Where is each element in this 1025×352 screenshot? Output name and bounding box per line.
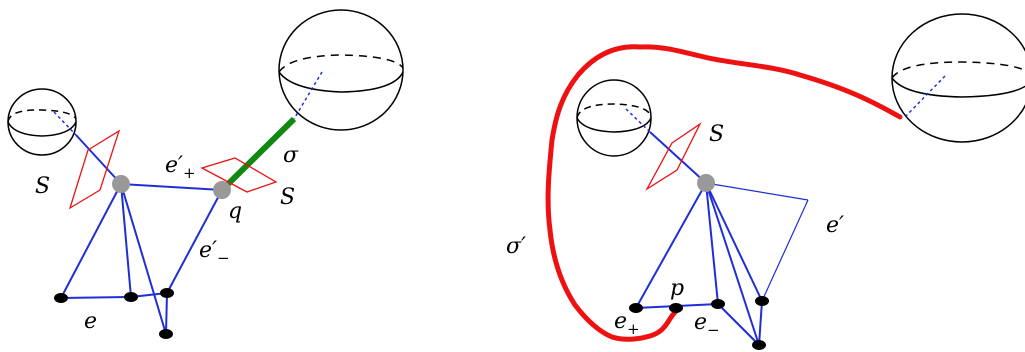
label-S-left: S (35, 174, 50, 199)
right-vertex-e-plus (629, 303, 643, 313)
label-sigma-prime: σ′ (506, 234, 526, 259)
sigma-prime-path (545, 44, 903, 342)
right-panel: S e′ σ′ p e+ e− (506, 13, 1025, 350)
label-e-plus-prime: e′+ (165, 153, 196, 182)
label-sigma: σ (283, 143, 299, 168)
label-p: p (670, 276, 684, 301)
label-q: q (228, 199, 242, 224)
right-vertex-grey-center (697, 174, 715, 192)
left-graph-edges (60, 134, 223, 335)
right-disk-S (645, 122, 702, 191)
label-e-minus-prime: e′− (199, 238, 230, 267)
label-e-plus: e+ (614, 309, 640, 338)
left-vertex-br (160, 288, 174, 298)
right-vertex-e-minus (711, 299, 725, 309)
right-vertex-bottom (752, 340, 766, 350)
left-vertex-q (213, 181, 231, 199)
right-vertex-p (669, 303, 683, 313)
label-e-minus: e− (694, 310, 720, 339)
left-vertex-grey-center (112, 175, 130, 193)
right-graph-edges (635, 131, 763, 346)
label-e-prime: e′ (826, 213, 844, 238)
sigma-path (219, 116, 297, 193)
left-disk-S-upper (68, 129, 121, 210)
label-e: e (84, 309, 97, 334)
left-panel: S S e′+ e′− q σ e (7, 9, 404, 339)
label-S-right-panel: S (709, 122, 724, 147)
right-big-sphere (891, 13, 1025, 143)
left-small-sphere (7, 88, 77, 156)
left-vertex-bl (54, 293, 68, 303)
right-vertex-right (755, 296, 769, 306)
right-small-sphere (576, 79, 652, 157)
left-vertex-bottom (159, 329, 173, 339)
right-thin-edges (705, 182, 809, 302)
left-vertex-bm (124, 292, 138, 302)
left-disk-S-right (200, 157, 278, 193)
left-big-sphere (278, 9, 404, 131)
label-S-right: S (280, 185, 295, 210)
